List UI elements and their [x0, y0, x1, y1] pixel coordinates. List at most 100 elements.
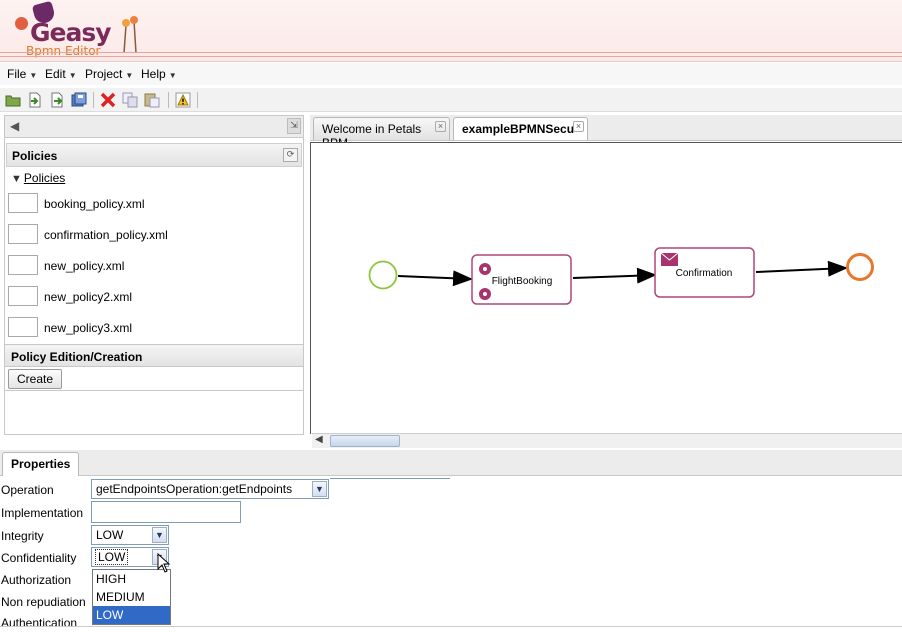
bpmn-diagram[interactable]: FlightBooking Confirmation	[311, 143, 902, 435]
policy-checkbox[interactable]	[8, 224, 38, 244]
sequence-flow[interactable]	[755, 260, 848, 277]
header-stripe	[0, 56, 902, 57]
bottom-divider	[0, 626, 902, 627]
menu-project-label: Project	[85, 67, 123, 81]
toolbar-separator	[93, 92, 94, 108]
task-flightbooking[interactable]: FlightBooking	[471, 254, 572, 305]
dock-icon[interactable]: ⇲	[287, 118, 301, 134]
operation-select[interactable]: getEndpointsOperation:getEndpoints ▼	[91, 479, 329, 499]
dropdown-option-low[interactable]: LOW	[93, 606, 170, 624]
confidentiality-dropdown-list[interactable]: HIGH MEDIUM LOW	[92, 569, 171, 625]
flower-icon	[122, 16, 138, 53]
import-icon[interactable]	[27, 92, 43, 108]
sequence-flow[interactable]	[572, 267, 657, 284]
warning-icon[interactable]	[175, 92, 191, 108]
toolbar-separator	[168, 92, 169, 108]
policies-header-label: Policies	[12, 149, 58, 163]
implementation-label: Implementation	[1, 506, 84, 520]
policy-checkbox[interactable]	[8, 255, 38, 275]
horizontal-scrollbar[interactable]: ◀	[312, 433, 902, 448]
end-event[interactable]	[846, 253, 874, 281]
tab-properties[interactable]: Properties	[2, 452, 80, 476]
operation-value: getEndpointsOperation:getEndpoints	[96, 482, 293, 496]
open-folder-icon[interactable]	[5, 92, 21, 108]
authorization-label: Authorization	[1, 573, 72, 587]
policy-name: new_policy.xml	[44, 259, 125, 273]
menu-help[interactable]: Help▼	[141, 67, 177, 81]
sequence-flow[interactable]	[397, 270, 473, 287]
header-stripe	[0, 52, 902, 53]
menu-edit[interactable]: Edit▼	[45, 67, 77, 81]
menu-edit-label: Edit	[45, 67, 66, 81]
confidentiality-value: LOW	[94, 549, 129, 565]
mouse-cursor-icon	[157, 553, 171, 573]
policy-row[interactable]: new_policy3.xml	[8, 317, 298, 339]
non-repudiation-label: Non repudiation	[1, 595, 86, 609]
menu-bar: File▼ Edit▼ Project▼ Help▼	[0, 63, 902, 85]
properties-tabbar: Properties	[0, 450, 902, 476]
tree-root-label: Policies	[23, 171, 66, 185]
policy-checkbox[interactable]	[8, 193, 38, 213]
app-logo: Geasy	[30, 18, 112, 47]
close-icon[interactable]: ×	[573, 121, 584, 132]
gears-icon	[479, 263, 491, 300]
policy-row[interactable]: confirmation_policy.xml	[8, 224, 298, 246]
edition-header-label: Policy Edition/Creation	[11, 350, 143, 364]
task-label: FlightBooking	[492, 276, 553, 287]
paste-icon[interactable]	[144, 92, 160, 108]
chevron-down-icon[interactable]: ▼	[312, 481, 327, 497]
start-event[interactable]	[368, 260, 398, 290]
integrity-select[interactable]: LOW ▼	[91, 525, 169, 545]
bpmn-canvas[interactable]: FlightBooking Confirmation	[310, 142, 902, 434]
refresh-icon[interactable]: ⟳	[283, 148, 298, 162]
chevron-down-icon[interactable]: ▼	[152, 527, 167, 543]
tab-welcome[interactable]: Welcome in Petals BPM ×	[313, 117, 450, 150]
envelope-icon	[660, 252, 679, 266]
editor-tabbar: Welcome in Petals BPM × exampleBPMNSecu …	[310, 115, 902, 150]
scroll-thumb[interactable]	[330, 435, 400, 447]
policy-edition-header: Policy Edition/Creation	[5, 344, 303, 367]
implementation-field[interactable]	[91, 501, 241, 523]
policy-row[interactable]: booking_policy.xml	[8, 193, 298, 215]
policy-row[interactable]: new_policy2.xml	[8, 286, 298, 308]
back-arrow-icon[interactable]: ◀	[10, 119, 20, 133]
confidentiality-label: Confidentiality	[1, 551, 77, 565]
close-icon[interactable]: ×	[435, 121, 446, 132]
panel-topbar: ◀ ⇲	[5, 116, 303, 138]
logo-ball-icon	[15, 17, 28, 30]
chevron-down-icon: ▼	[125, 71, 134, 80]
menu-file-label: File	[7, 67, 27, 81]
policy-row[interactable]: new_policy.xml	[8, 255, 298, 277]
scroll-left-icon[interactable]: ◀	[315, 434, 323, 445]
chevron-down-icon: ▼	[168, 71, 177, 80]
create-row: Create	[5, 367, 303, 391]
operation-label: Operation	[1, 483, 54, 497]
app-logo-subtitle: Bpmn Editor	[26, 44, 101, 58]
policy-name: confirmation_policy.xml	[44, 228, 168, 242]
export-icon[interactable]	[49, 92, 65, 108]
policies-tree-root[interactable]: ▼Policies	[11, 171, 65, 185]
chevron-down-icon: ▼	[29, 71, 38, 80]
operation-underline	[330, 478, 450, 479]
policies-section-header: Policies ⟳	[6, 143, 302, 167]
toolbar	[0, 88, 902, 112]
dropdown-option-high[interactable]: HIGH	[96, 572, 126, 586]
tab-examplebpmnsecu-label: exampleBPMNSecu	[462, 122, 575, 136]
policy-name: booking_policy.xml	[44, 197, 145, 211]
menu-file[interactable]: File▼	[7, 67, 37, 81]
integrity-label: Integrity	[1, 529, 44, 543]
menu-help-label: Help	[141, 67, 166, 81]
tab-examplebpmnsecu[interactable]: exampleBPMNSecu ×	[453, 117, 588, 140]
dropdown-option-medium[interactable]: MEDIUM	[96, 590, 145, 604]
delete-icon[interactable]	[100, 92, 116, 108]
policy-checkbox[interactable]	[8, 317, 38, 337]
copy-icon[interactable]	[122, 92, 138, 108]
task-confirmation[interactable]: Confirmation	[654, 247, 755, 298]
integrity-value: LOW	[96, 528, 124, 542]
expand-triangle-icon[interactable]: ▼	[11, 173, 22, 185]
policy-checkbox[interactable]	[8, 286, 38, 306]
menu-project[interactable]: Project▼	[85, 67, 133, 81]
policy-name: new_policy2.xml	[44, 290, 133, 304]
create-button[interactable]: Create	[8, 369, 62, 389]
save-all-icon[interactable]	[71, 92, 87, 108]
